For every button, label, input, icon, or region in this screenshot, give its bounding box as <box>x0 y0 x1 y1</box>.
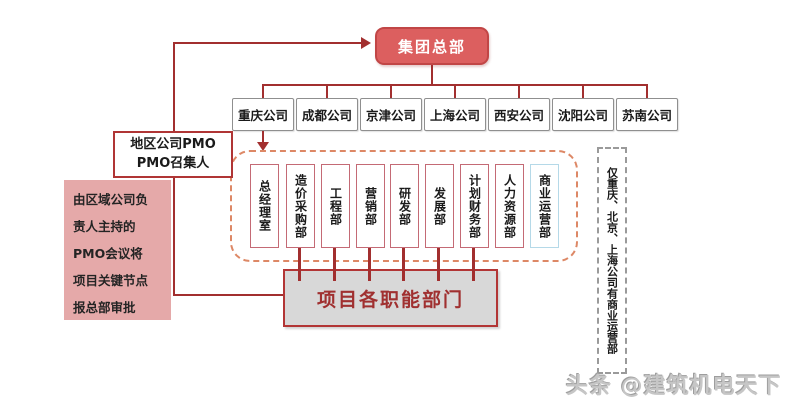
connector-hq-drop <box>431 65 433 84</box>
dept-box-marketing: 营销部 <box>356 164 385 248</box>
dept-label: 营销部 <box>363 186 378 226</box>
company-label: 上海公司 <box>429 108 480 123</box>
connector-dept-6 <box>437 248 440 281</box>
arrowhead-into-depts-icon <box>257 142 269 151</box>
pmo-box: 地区公司PMO PMO召集人 <box>113 131 233 178</box>
pmo-meeting-note-box: 由区域公司负 责人主持的 PMO会议将 项目关键节点 报总部审批 <box>64 180 171 320</box>
connector-pmo-down-vertical <box>173 178 175 296</box>
functional-departments-label: 项目各职能部门 <box>316 288 464 311</box>
connector-dept-5 <box>402 248 405 281</box>
dept-label: 研发部 <box>397 186 412 226</box>
note-line: 由区域公司负 <box>73 192 149 207</box>
dept-label: 工程部 <box>328 186 343 226</box>
connector-drop-company-5 <box>518 84 520 98</box>
connector-drop-company-4 <box>454 84 456 98</box>
company-label: 重庆公司 <box>237 108 288 123</box>
company-box-shanghai: 上海公司 <box>424 98 486 131</box>
connector-dept-3 <box>333 248 336 281</box>
note-line: 责人主持的 <box>73 219 136 234</box>
note-line: PMO会议将 <box>73 246 143 261</box>
dept-label: 总经理室 <box>257 180 272 232</box>
dept-label: 计划财务部 <box>467 173 482 239</box>
functional-departments-box: 项目各职能部门 <box>283 269 498 327</box>
connector-drop-company-6 <box>582 84 584 98</box>
connector-pmo-to-functional <box>173 294 283 296</box>
connector-dept-2 <box>298 248 301 281</box>
side-note-dashed-box: 仅重庆、北京、上海公司有商业运营部 <box>597 147 627 374</box>
connector-dept-7 <box>472 248 475 281</box>
connector-drop-company-2 <box>326 84 328 98</box>
company-label: 沈阳公司 <box>557 108 608 123</box>
dept-box-research: 研发部 <box>390 164 419 248</box>
connector-chongqing-to-depts <box>262 131 264 143</box>
dept-box-human-resources: 人力资源部 <box>495 164 524 248</box>
side-note-text: 仅重庆、北京、上海公司有商业运营部 <box>605 167 619 354</box>
connector-drop-company-3 <box>390 84 392 98</box>
arrowhead-into-hq-icon <box>361 37 371 49</box>
company-label: 成都公司 <box>301 108 352 123</box>
pmo-line1: 地区公司PMO <box>130 136 216 152</box>
pmo-line2: PMO召集人 <box>136 155 210 171</box>
dept-box-development: 发展部 <box>425 164 454 248</box>
dept-box-cost-procurement: 造价采购部 <box>286 164 315 248</box>
connector-dept-4 <box>368 248 371 281</box>
connector-drop-company-1 <box>262 84 264 98</box>
company-box-jingjin: 京津公司 <box>360 98 422 131</box>
dept-box-engineering: 工程部 <box>321 164 350 248</box>
company-box-xian: 西安公司 <box>488 98 550 131</box>
dept-box-general-manager-office: 总经理室 <box>250 164 279 248</box>
company-label: 京津公司 <box>365 108 416 123</box>
dept-box-commercial-operations: 商业运营部 <box>530 164 559 248</box>
note-line: 报总部审批 <box>73 300 136 315</box>
company-box-chengdu: 成都公司 <box>296 98 358 131</box>
hq-box: 集团总部 <box>375 27 489 65</box>
watermark-text: 头条 @建筑机电天下 <box>566 374 782 399</box>
dept-label: 造价采购部 <box>293 173 308 239</box>
company-label: 西安公司 <box>493 108 544 123</box>
dept-label: 发展部 <box>432 186 447 226</box>
company-box-chongqing: 重庆公司 <box>232 98 294 131</box>
connector-pmo-to-hq-horizontal <box>173 42 362 44</box>
connector-pmo-to-hq-vertical <box>173 42 175 132</box>
note-line: 项目关键节点 <box>73 273 149 288</box>
dept-label: 人力资源部 <box>502 173 517 239</box>
dept-box-planning-finance: 计划财务部 <box>460 164 489 248</box>
company-box-sunan: 苏南公司 <box>616 98 678 131</box>
company-label: 苏南公司 <box>621 108 672 123</box>
hq-label: 集团总部 <box>397 37 466 56</box>
dept-label: 商业运营部 <box>537 173 552 239</box>
company-box-shenyang: 沈阳公司 <box>552 98 614 131</box>
connector-drop-company-7 <box>646 84 648 98</box>
